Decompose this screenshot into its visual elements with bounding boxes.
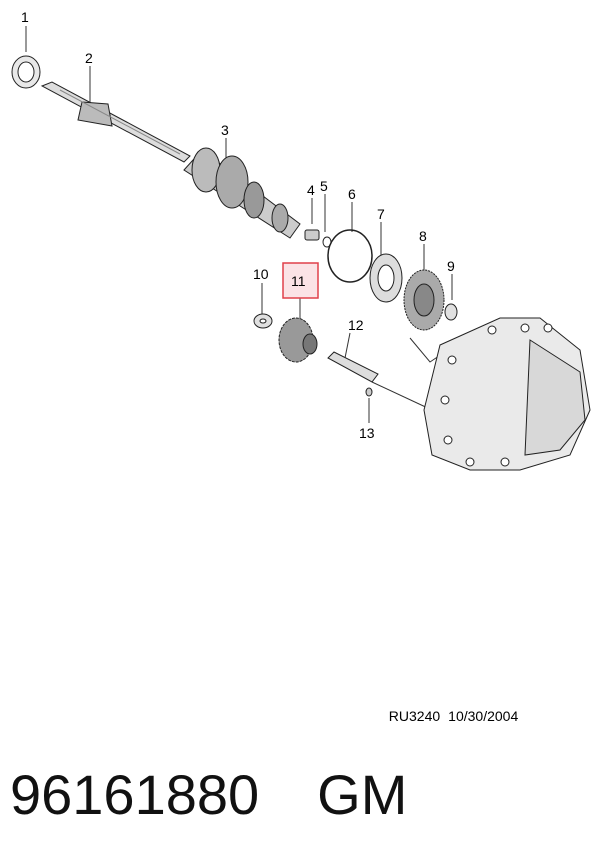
callout-label-13: 13 [359,425,375,441]
washer-part-9 [444,303,458,321]
output-shaft-gear-cluster-part-3 [183,147,301,239]
callout-label-3: 3 [221,122,229,138]
needle-bearing-part-1 [11,55,41,89]
ball-bearing-part-7 [369,253,403,303]
highlight-box [282,262,319,299]
callout-label-11-highlighted: 11 [291,273,306,289]
input-shaft-part-2 [40,81,191,163]
callout-label-7: 7 [377,206,385,222]
idler-shaft-part-12 [327,351,379,383]
leader-12 [344,332,351,359]
snap-ring-part-6 [327,229,373,283]
drawing-reference: RU3240 10/30/2004 [381,692,518,724]
part-footer: 96161880 GM [10,760,407,830]
callout-label-10: 10 [253,266,269,282]
drawing-code: RU3240 [388,708,441,724]
gear-part-8 [403,269,445,331]
brand-name: GM [317,763,408,826]
thrust-washer-part-10 [253,313,273,329]
pin-part-13 [365,387,373,397]
drawing-date: 10/30/2004 [448,708,519,724]
transmission-case [423,317,591,471]
plug-part-4 [304,229,320,241]
callout-label-9: 9 [447,258,455,274]
callout-label-5: 5 [320,178,328,194]
callout-label-4: 4 [307,182,315,198]
callout-label-8: 8 [419,228,427,244]
callout-label-1: 1 [21,9,29,25]
assembly-line-idler [371,381,433,411]
part-number: 96161880 [10,763,260,826]
callout-label-12: 12 [348,317,364,333]
exploded-parts-diagram: 1 2 3 4 5 6 7 8 9 10 11 12 13 [11,9,591,471]
callout-label-6: 6 [348,186,356,202]
callout-label-2: 2 [85,50,93,66]
reverse-idler-gear-part-11 [278,317,318,363]
